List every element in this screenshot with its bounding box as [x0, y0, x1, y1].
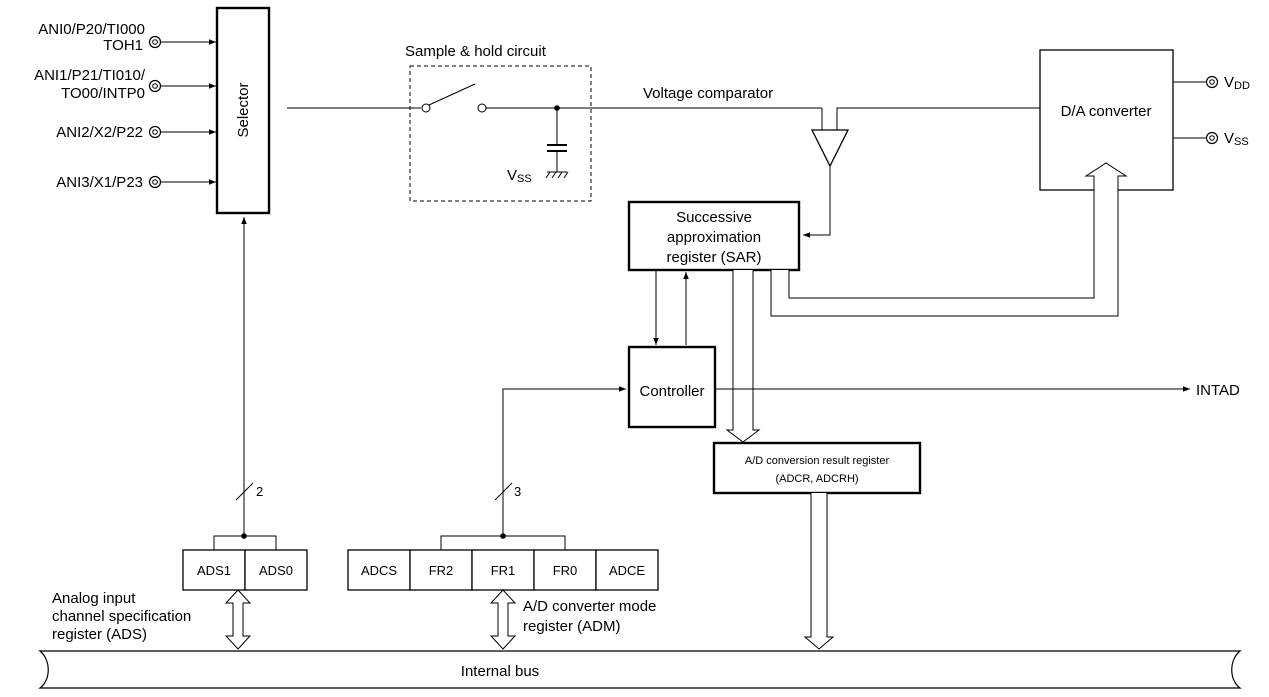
fr2-label: FR2 — [429, 563, 454, 578]
fr2-cell — [409, 549, 473, 591]
dac-label: D/A converter — [1061, 103, 1152, 120]
pin-label: ANI1/P21/TI010/ — [34, 67, 146, 84]
adcr-label: A/D conversion result register — [745, 455, 890, 467]
controller-block — [627, 345, 717, 429]
comparator-triangle-icon — [810, 129, 850, 168]
ground-icon — [545, 171, 569, 179]
adce-label: ADCE — [609, 563, 645, 578]
comparator-to-sar-line — [803, 166, 831, 238]
ads-bus-width: 2 — [256, 484, 263, 499]
sar-to-dac-bus — [770, 162, 1128, 317]
adce-cell — [595, 549, 659, 591]
bus-width-slash — [235, 482, 254, 501]
input-pin-ani2: ANI2/X2/P22 — [56, 124, 216, 141]
adm-register-label: A/D converter mode — [523, 598, 656, 615]
sar-block — [627, 200, 801, 272]
intad-label: INTAD — [1196, 382, 1240, 399]
adm-register: ADCS FR2 FR1 FR0 ADCE — [347, 549, 659, 591]
adm-bidirectional-bus — [489, 589, 517, 650]
adcr-to-internal-bus — [803, 493, 835, 650]
input-pin-ani0: ANI0/P20/TI000 TOH1 — [38, 21, 216, 54]
selector-block — [215, 6, 271, 215]
sample-hold-block — [409, 65, 592, 202]
fr0-label: FR0 — [553, 563, 578, 578]
ads-register-label: register (ADS) — [52, 626, 147, 643]
sample-hold-label: Sample & hold circuit — [405, 43, 547, 60]
adm-bus-width: 3 — [514, 484, 521, 499]
fr1-label: FR1 — [491, 563, 516, 578]
vss-capacitor-label: VSS — [507, 167, 532, 185]
ads-bidirectional-bus — [224, 589, 252, 650]
adcr-label: (ADCR, ADCRH) — [775, 473, 858, 485]
internal-bus — [38, 650, 1242, 689]
pin-label: ANI2/X2/P22 — [56, 124, 143, 141]
pin-label: TOH1 — [103, 37, 143, 54]
voltage-comparator-label: Voltage comparator — [643, 85, 773, 102]
pin-label: ANI0/P20/TI000 — [38, 21, 145, 38]
adm-register-label: register (ADM) — [523, 618, 621, 635]
ads1-label: ADS1 — [197, 563, 231, 578]
junction-dot — [500, 533, 506, 539]
ads1-cell — [182, 549, 246, 591]
junction-dot — [241, 533, 247, 539]
vdd-label: VDD — [1224, 74, 1250, 92]
pin-label: TO00/INTP0 — [61, 85, 145, 102]
vss-label: VSS — [1224, 130, 1249, 148]
ads-register: ADS1 ADS0 — [182, 549, 308, 591]
bus-width-slash — [494, 482, 513, 501]
switch-terminal-icon — [477, 103, 487, 113]
switch-terminal-icon — [421, 103, 431, 113]
ads-register-label: channel specification — [52, 608, 191, 625]
internal-bus-label: Internal bus — [461, 663, 539, 680]
sar-label: register (SAR) — [666, 249, 761, 266]
fr0-cell — [533, 549, 597, 591]
adcs-cell — [347, 549, 411, 591]
sar-to-adcr-bus — [725, 270, 761, 443]
capacitor-icon — [547, 108, 567, 172]
adm-to-controller-line — [502, 386, 626, 536]
ads0-cell — [244, 549, 308, 591]
switch-icon — [428, 83, 476, 106]
selector-label: Selector — [235, 82, 252, 137]
ads-register-label: Analog input — [52, 590, 136, 607]
pin-label: ANI3/X1/P23 — [56, 174, 143, 191]
input-pin-ani3: ANI3/X1/P23 — [56, 174, 216, 191]
dac-to-comparator-line — [836, 107, 1040, 130]
adcs-label: ADCS — [361, 563, 397, 578]
sar-label: Successive — [676, 209, 752, 226]
fr1-cell — [471, 549, 535, 591]
input-pin-ani1: ANI1/P21/TI010/ TO00/INTP0 — [34, 67, 216, 102]
adcr-block — [712, 441, 922, 495]
ads0-label: ADS0 — [259, 563, 293, 578]
controller-label: Controller — [639, 383, 704, 400]
sar-label: approximation — [667, 229, 761, 246]
